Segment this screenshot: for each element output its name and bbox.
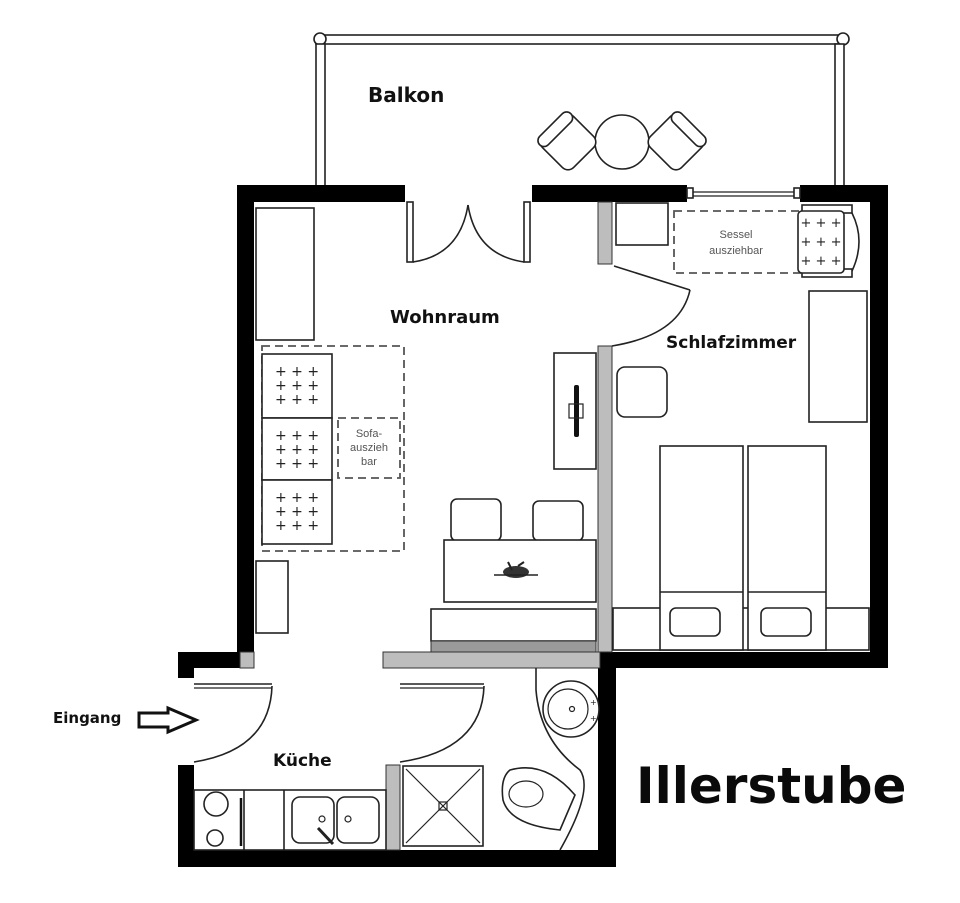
svg-text:+ + +: + + +	[275, 428, 319, 444]
balcony-railing-left	[315, 43, 326, 187]
dining-chair	[532, 500, 584, 542]
wardrobe	[808, 290, 868, 423]
svg-text:+ + +: + + +	[801, 216, 842, 231]
room-label-kitchen: Küche	[273, 751, 332, 771]
balcony-chair	[537, 111, 597, 171]
interior-walls	[239, 201, 613, 851]
bedroom-window	[686, 187, 801, 199]
sink-basin	[336, 796, 380, 844]
sofa-pullout-outline	[337, 417, 401, 479]
svg-text:+ + +: + + +	[275, 442, 319, 458]
pillow	[760, 607, 812, 637]
svg-text:+ + +: + + +	[801, 235, 842, 250]
svg-text:+ + +: + + +	[275, 456, 319, 472]
balcony-table	[594, 114, 650, 170]
room-label-balcony: Balkon	[368, 83, 444, 107]
stove-burner-icon	[203, 791, 229, 817]
sofa-annotation: Sofa-	[356, 428, 383, 440]
balcony-railing-right	[834, 43, 845, 187]
toilet	[501, 766, 576, 831]
svg-text:+ + +: + + +	[275, 378, 319, 394]
bench	[430, 608, 597, 642]
side-cabinet	[255, 560, 289, 634]
sofa-annotation: auszieh	[350, 442, 388, 454]
svg-text:+ + +: + + +	[275, 490, 319, 506]
cabinet	[255, 207, 315, 341]
living-room: + + ++ + ++ + + + + ++ + ++ + + + + ++ +…	[255, 207, 597, 653]
svg-text:+ + +: + + +	[275, 518, 319, 534]
sofa-annotation: bar	[361, 456, 377, 468]
svg-text:+ + +: + + +	[801, 254, 842, 269]
dining-chair	[450, 498, 502, 542]
svg-text:+ + +: + + +	[275, 364, 319, 380]
armchair-annotation: ausziehbar	[709, 245, 763, 257]
bathroom: + +	[402, 668, 600, 851]
balcony-door	[406, 201, 531, 263]
svg-text:+: +	[590, 714, 597, 723]
armchair-annotation: Sessel	[719, 229, 752, 241]
bedroom: Sessel ausziehbar + + + + + + + + + Schlaf…	[611, 202, 870, 651]
armchair-extension-outline	[673, 210, 805, 274]
balcony: Balkon	[313, 32, 850, 187]
armchair: + + + + + + + + +	[797, 204, 860, 278]
balcony-chair	[647, 111, 707, 171]
tv-icon	[574, 385, 579, 437]
arrow-right-icon	[137, 705, 200, 735]
entrance-label: Eingang	[53, 709, 121, 727]
svg-text:+ + +: + + +	[275, 392, 319, 408]
desk-chair	[616, 366, 668, 418]
table-decoration-icon	[494, 561, 538, 578]
svg-text:+ + +: + + +	[275, 504, 319, 520]
plan-title: Illerstube	[636, 757, 906, 815]
entrance-marker: Eingang	[53, 705, 200, 735]
washbasin	[542, 680, 600, 738]
sofa: + + ++ + ++ + + + + ++ + ++ + + + + ++ +…	[261, 353, 333, 545]
balcony-railing-top	[315, 34, 845, 45]
room-label-bedroom: Schlafzimmer	[666, 333, 797, 353]
sink-basin	[291, 796, 335, 844]
stove-burner-icon	[206, 829, 224, 847]
nightstand	[615, 202, 669, 246]
svg-text:+: +	[590, 698, 597, 707]
kitchen: Küche	[193, 683, 485, 851]
room-label-living: Wohnraum	[390, 307, 500, 328]
exterior-walls	[178, 185, 888, 867]
pillow	[669, 607, 721, 637]
